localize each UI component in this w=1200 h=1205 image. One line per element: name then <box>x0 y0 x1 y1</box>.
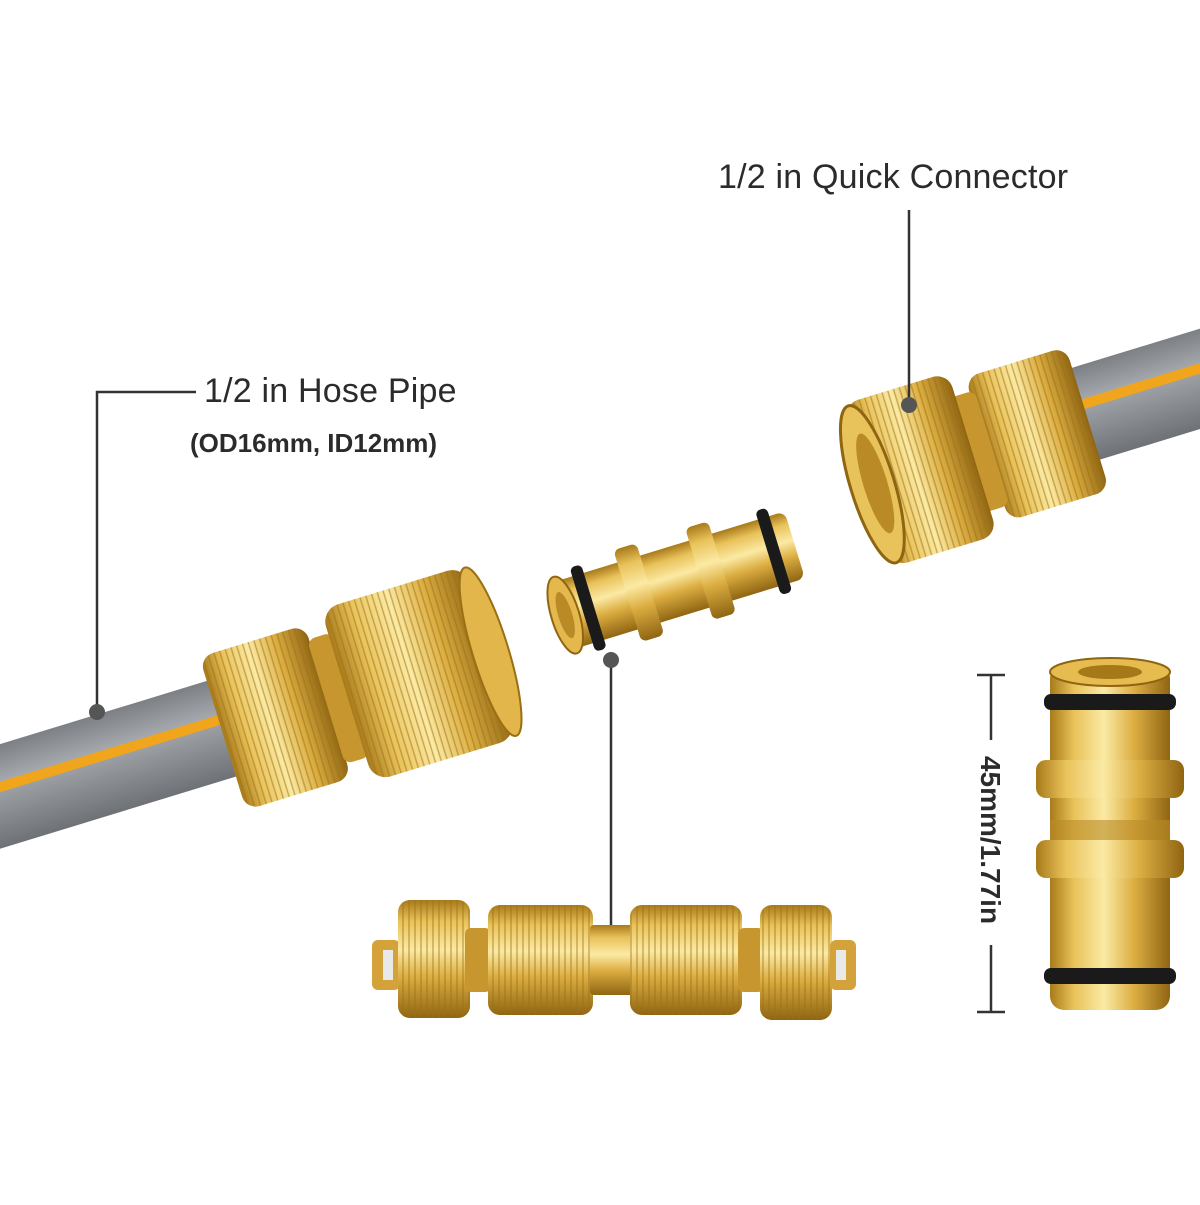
left-hose <box>0 660 303 859</box>
middle-double-male-connector <box>546 508 804 655</box>
vertical-oring-top <box>1044 694 1176 710</box>
callout-hose-pipe <box>89 390 196 720</box>
hose-pipe-spec-label: (OD16mm, ID12mm) <box>190 428 438 458</box>
assembled-connector-set <box>372 900 856 1020</box>
right-hose-assembly <box>838 300 1200 565</box>
middle-oring-left <box>570 565 606 651</box>
quick-connector-label: 1/2 in Quick Connector <box>718 158 1069 196</box>
left-hose-assembly <box>0 566 523 859</box>
callout-middle-connector <box>603 652 619 925</box>
left-hose-stripe <box>0 694 288 807</box>
middle-oring-right <box>756 508 792 594</box>
dimension-line <box>977 673 1005 1014</box>
left-quick-connector <box>202 566 523 807</box>
vertical-oring-bottom <box>1044 968 1176 984</box>
hose-pipe-label: 1/2 in Hose Pipe <box>204 372 457 410</box>
dimension-label: 45mm/1.77in <box>975 755 1006 925</box>
callout-quick-connector <box>901 210 917 413</box>
right-quick-connector <box>838 350 1106 565</box>
vertical-male-connector <box>1036 657 1184 1010</box>
